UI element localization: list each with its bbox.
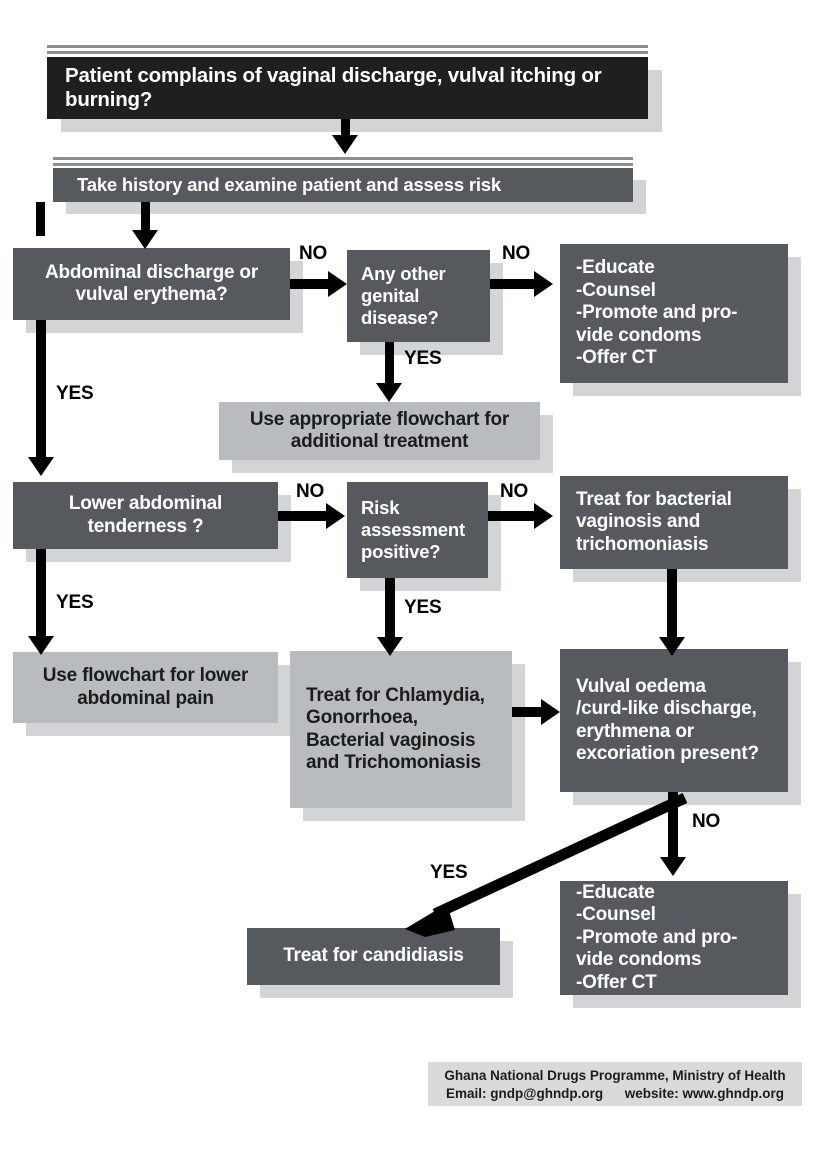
chlamydia-line-1: Treat for Chlamydia, <box>306 684 485 706</box>
arrowhead-tenderness-to-risk <box>326 503 345 529</box>
footer-organisation: Ghana National Drugs Programme, Ministry… <box>444 1068 786 1083</box>
node-vulval-oedema-lines: Vulval oedema /curd-like discharge, eryt… <box>576 676 772 766</box>
edge-bacterial-to-vulval <box>667 569 677 649</box>
educate-top-line-3: -Promote and pro- <box>576 302 738 324</box>
edge-abdominal-to-genital <box>290 279 334 289</box>
educate-bottom-line-5: -Offer CT <box>576 971 657 993</box>
top-rule-upper <box>47 45 648 48</box>
edge-history-to-abdominal <box>36 202 45 236</box>
node-treat-candidiasis[interactable]: Treat for candidiasis <box>247 928 500 985</box>
educate-bottom-line-3: -Promote and pro- <box>576 926 738 948</box>
edge-label-no-2: NO <box>502 243 531 264</box>
arrowhead-abdominal-to-genital <box>328 271 347 297</box>
node-treat-bacterial[interactable]: Treat for bacterial vaginosis and tricho… <box>560 476 788 569</box>
node-lower-abdominal-tenderness-label: Lower abdominal tenderness ? <box>68 493 223 537</box>
edge-tenderness-yes <box>36 549 46 646</box>
footer-website-label: website: <box>624 1086 679 1102</box>
node-abdominal-discharge[interactable]: Abdominal discharge or vulval erythema? <box>13 248 290 320</box>
edge-vulval-yes-diagonal <box>405 793 688 937</box>
edge-history-branch <box>36 202 37 203</box>
arrowhead-vulval-no <box>660 857 686 876</box>
edge-label-no-4: NO <box>500 481 529 502</box>
educate-top-line-2: -Counsel <box>576 279 656 301</box>
edge-start-to-history <box>341 119 350 141</box>
node-educate-top-lines: -Educate -Counsel -Promote and pro- vide… <box>576 257 772 369</box>
node-use-appropriate-flowchart-label: Use appropriate flowchart for additional… <box>249 408 510 452</box>
vulval-line-4: excoriation present? <box>576 742 759 764</box>
educate-top-line-5: -Offer CT <box>576 347 657 369</box>
node-lower-abdominal-tenderness[interactable]: Lower abdominal tenderness ? <box>13 482 278 549</box>
educate-top-line-1: -Educate <box>576 257 655 279</box>
node-treat-candidiasis-label: Treat for candidiasis <box>283 945 464 967</box>
footer-email-value[interactable]: gndp@ghndp.org <box>490 1086 604 1102</box>
node-use-flowchart-lower-pain[interactable]: Use flowchart for lower abdominal pain <box>13 652 278 723</box>
educate-top-line-4: vide condoms <box>576 324 702 346</box>
node-educate-bottom[interactable]: -Educate -Counsel -Promote and pro- vide… <box>560 881 788 995</box>
chlamydia-line-4: and Trichomoniasis <box>306 751 481 773</box>
node-start-label: Patient complains of vaginal discharge, … <box>65 63 602 111</box>
educate-bottom-line-4: vide condoms <box>576 949 702 971</box>
history-rule-upper <box>53 157 633 160</box>
vulval-line-1: Vulval oedema <box>576 675 706 697</box>
node-any-other-genital[interactable]: Any other genital disease? <box>347 250 490 342</box>
arrowhead-chlamydia-to-vulval <box>541 699 560 725</box>
footer-website-value[interactable]: www.ghndp.org <box>682 1086 784 1102</box>
edge-risk-yes <box>385 578 395 648</box>
history-rule-lower <box>53 163 633 166</box>
node-start[interactable]: Patient complains of vaginal discharge, … <box>47 57 648 119</box>
vulval-line-3: erythmena or <box>576 720 694 742</box>
arrowhead-risk-to-bacterial <box>534 503 553 529</box>
edge-genital-to-educate <box>490 279 540 289</box>
vulval-line-2: /curd-like discharge, <box>576 698 757 720</box>
node-take-history[interactable]: Take history and examine patient and ass… <box>53 168 633 202</box>
arrowhead-abdominal-yes <box>28 457 54 476</box>
edge-label-yes-3: YES <box>56 592 94 613</box>
edge-chlamydia-to-vulval <box>512 707 548 717</box>
node-vulval-oedema[interactable]: Vulval oedema /curd-like discharge, eryt… <box>560 649 788 792</box>
edge-label-no-1: NO <box>299 243 328 264</box>
edge-label-yes-2: YES <box>56 383 94 404</box>
edge-label-yes-5: YES <box>430 862 468 883</box>
edge-label-yes-4: YES <box>404 597 442 618</box>
top-rule-lower <box>47 51 648 54</box>
arrowhead-history-to-abdominal <box>132 230 158 249</box>
arrowhead-genital-yes <box>376 383 402 402</box>
chlamydia-line-3: Bacterial vaginosis <box>306 729 476 751</box>
edge-vulval-no <box>668 792 678 865</box>
footer-contact: Email: gndp@ghndp.org website: www.ghndp… <box>436 1085 794 1103</box>
node-abdominal-discharge-label: Abdominal discharge or vulval erythema? <box>44 261 259 305</box>
edge-tenderness-to-risk <box>278 511 330 521</box>
edge-history-to-abdominal-h <box>36 202 45 211</box>
node-educate-bottom-lines: -Educate -Counsel -Promote and pro- vide… <box>576 882 772 994</box>
edge-label-no-3: NO <box>296 481 325 502</box>
node-any-other-genital-label: Any other genital disease? <box>361 263 446 328</box>
node-treat-bacterial-label: Treat for bacterial vaginosis and tricho… <box>576 488 732 555</box>
edge-abdominal-yes <box>36 320 46 462</box>
educate-bottom-line-1: -Educate <box>576 881 655 903</box>
educate-bottom-line-2: -Counsel <box>576 904 656 926</box>
node-use-appropriate-flowchart[interactable]: Use appropriate flowchart for additional… <box>219 402 540 460</box>
edge-history-down <box>141 202 150 236</box>
arrowhead-start-to-history <box>332 135 358 154</box>
node-use-flowchart-lower-pain-label: Use flowchart for lower abdominal pain <box>42 665 249 709</box>
arrowhead-risk-yes <box>377 637 403 656</box>
node-treat-chlamydia[interactable]: Treat for Chlamydia, Gonorrhoea, Bacteri… <box>290 651 512 808</box>
edge-risk-to-bacterial <box>488 511 540 521</box>
node-treat-chlamydia-lines: Treat for Chlamydia, Gonorrhoea, Bacteri… <box>306 685 496 775</box>
chlamydia-line-2: Gonorrhoea, <box>306 707 418 729</box>
edge-label-yes-1: YES <box>404 348 442 369</box>
footer-credits: Ghana National Drugs Programme, Ministry… <box>428 1062 802 1106</box>
node-take-history-label: Take history and examine patient and ass… <box>77 174 501 196</box>
arrowhead-bacterial-to-vulval <box>659 637 685 656</box>
node-risk-assessment[interactable]: Risk assessment positive? <box>347 482 488 578</box>
edge-genital-yes <box>385 342 394 390</box>
footer-email-label: Email: <box>446 1086 487 1102</box>
arrowhead-genital-to-educate <box>534 271 553 297</box>
node-educate-top[interactable]: -Educate -Counsel -Promote and pro- vide… <box>560 244 788 383</box>
node-risk-assessment-label: Risk assessment positive? <box>361 497 465 562</box>
edge-label-no-5: NO <box>692 811 721 832</box>
arrowhead-tenderness-yes <box>28 636 54 655</box>
